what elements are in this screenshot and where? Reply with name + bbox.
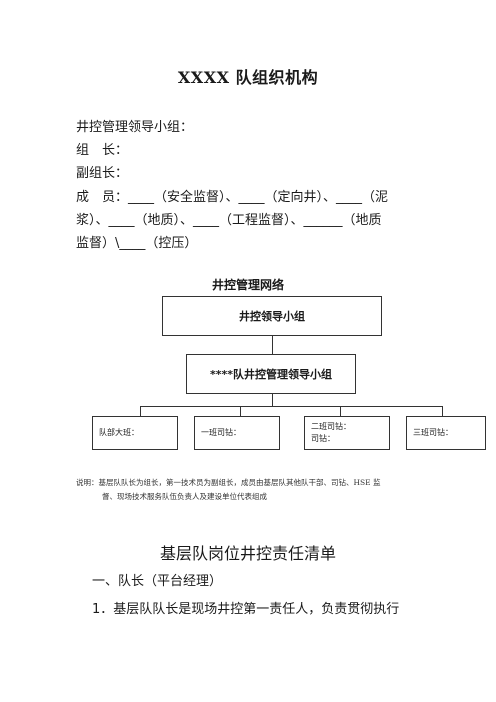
section-title: 基层队岗位井控责任清单 — [159, 544, 336, 563]
org-leaf-box-2: 一班司钻： — [194, 416, 280, 450]
chart-note: 说明：基层队队长为组长，第一技术员为副组长，成员由基层队其他队干部、司钻、HSE… — [76, 476, 428, 504]
group-heading: 井控管理领导小组： — [76, 120, 194, 135]
leader-line: 组 长： — [76, 143, 129, 158]
chart-note-line-1: 说明：基层队队长为组长，第一技术员为副组长，成员由基层队其他队干部、司钻、HSE… — [76, 478, 381, 487]
org-leaf-label: 二班司钻： 司钻： — [311, 422, 351, 443]
connector-line — [140, 406, 442, 407]
org-leaf-label: 队部大班： — [99, 428, 139, 437]
connector-line — [140, 406, 141, 416]
org-mid-box-label: ****队井控管理领导小组 — [209, 368, 332, 381]
chart-note-line-2: 督、现场技术服务队伍负责人及建设单位代表组成 — [102, 492, 267, 501]
org-top-box: 井控领导小组 — [162, 296, 382, 336]
deputy-line: 副组长： — [76, 166, 129, 181]
connector-line — [272, 336, 273, 354]
connector-line — [272, 394, 273, 406]
section-item-text: 1．基层队队长是现场井控第一责任人，负责贯彻执行 — [92, 602, 400, 617]
org-leaf-label: 一班司钻： — [201, 428, 241, 437]
org-leaf-box-4: 三班司钻： — [406, 416, 486, 450]
document-title: XXXX 队组织机构 — [177, 68, 319, 87]
org-leaf-label: 三班司钻： — [413, 428, 453, 437]
connector-line — [240, 406, 241, 416]
members-line-2: 浆）、____（地质）、____（工程监督）、______（地质 — [76, 213, 382, 228]
org-mid-box: ****队井控管理领导小组 — [186, 354, 356, 394]
org-top-box-label: 井控领导小组 — [239, 310, 305, 323]
org-leaf-box-1: 队部大班： — [92, 416, 178, 450]
members-line-1: 成 员：____（安全监督）、____（定向井）、____（泥 — [76, 190, 389, 205]
section-item-heading: 一、队长（平台经理） — [92, 574, 223, 589]
connector-line — [442, 406, 443, 416]
org-leaf-box-3: 二班司钻： 司钻： — [304, 416, 390, 450]
org-chart-title: 井控管理网络 — [211, 278, 284, 292]
connector-line — [340, 406, 341, 416]
members-line-3: 监督）\____（控压） — [76, 236, 198, 251]
